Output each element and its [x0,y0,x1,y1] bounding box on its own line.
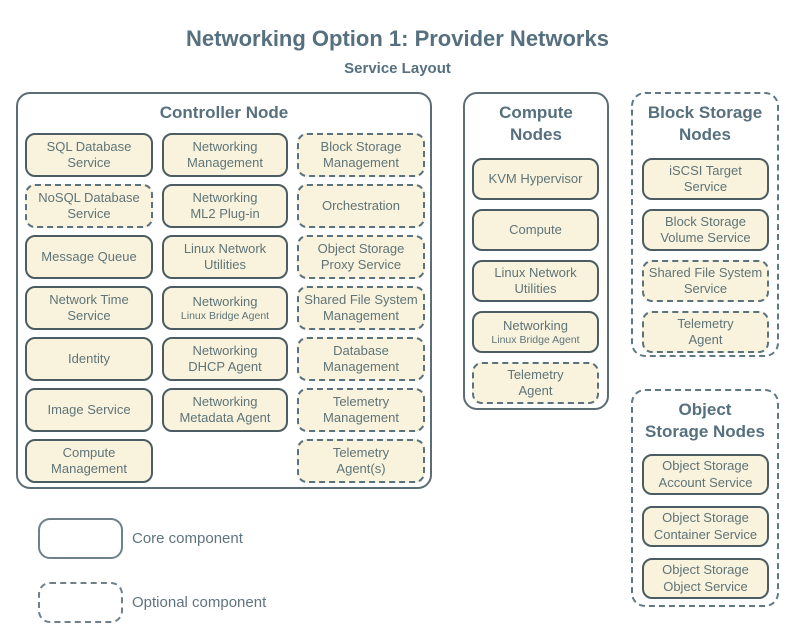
service-label: Object Storage Account Service [658,458,753,490]
service-label: Networking Metadata Agent [179,393,271,425]
service-label: Networking Management [187,138,263,170]
block-storage-services-stack: iSCSI Target Service Block Storage Volum… [642,158,769,353]
service-label: Image Service [47,401,131,417]
service-label: Linux Network Utilities [183,240,267,272]
object-storage-nodes-panel: Object Storage Nodes Object Storage Acco… [631,389,779,607]
service-label: Compute [509,221,562,237]
service-sublabel: Linux Bridge Agent [180,309,270,322]
compute-nodes-panel: Compute Nodes KVM Hypervisor Compute Lin… [463,92,609,410]
compute-services-stack: KVM Hypervisor Compute Linux Network Uti… [472,158,599,404]
service-box-networking-management: Networking Management [162,133,288,177]
service-box-database-management: Database Management [297,337,425,381]
service-box-compute: Compute [472,209,599,251]
service-label: Networking [192,293,258,309]
controller-node-panel: Controller Node SQL Database Service Net… [16,92,432,489]
service-label: Networking ML2 Plug-in [190,189,260,221]
service-box-compute-management: Compute Management [25,439,153,483]
service-box-block-storage-volume: Block Storage Volume Service [642,209,769,251]
service-label: Identity [68,350,110,366]
service-label: Telemetry Management [323,393,399,425]
service-label: Networking DHCP Agent [188,342,262,374]
service-box-telemetry-agent-block: Telemetry Agent [642,311,769,353]
service-label: NoSQL Database Service [38,189,140,221]
service-sublabel: Linux Bridge Agent [491,333,580,346]
controller-node-heading: Controller Node [159,103,289,122]
service-label: Telemetry Agent [677,315,734,347]
compute-nodes-heading: Compute Nodes [499,103,573,144]
block-storage-nodes-heading: Block Storage Nodes [647,103,763,144]
service-label: Object Storage Container Service [653,510,758,542]
service-box-object-storage-object: Object Storage Object Service [642,558,769,599]
service-label: KVM Hypervisor [488,170,583,186]
service-label: Network Time Service [49,291,129,323]
service-box-kvm-hypervisor: KVM Hypervisor [472,158,599,200]
object-storage-services-stack: Object Storage Account Service Object St… [642,454,769,599]
controller-services-grid: SQL Database Service Networking Manageme… [25,133,425,483]
service-box-linux-network-utilities-compute: Linux Network Utilities [472,260,599,302]
legend-core-label: Core component [132,530,243,547]
service-box-object-storage-container: Object Storage Container Service [642,506,769,547]
service-box-network-time: Network Time Service [25,286,153,330]
object-storage-nodes-heading: Object Storage Nodes [645,400,765,441]
service-box-telemetry-agent-compute: Telemetry Agent [472,362,599,404]
service-label: Telemetry Agent [507,366,564,398]
service-label: Shared File System Service [648,264,763,296]
service-box-message-queue: Message Queue [25,235,153,279]
service-box-nosql-database: NoSQL Database Service [25,184,153,228]
service-box-image-service: Image Service [25,388,153,432]
diagram-title: Networking Option 1: Provider Networks [186,26,609,51]
service-label: Block Storage Management [320,138,402,170]
service-label: Networking [502,317,569,333]
service-box-telemetry-agents: Telemetry Agent(s) [297,439,425,483]
service-box-object-storage-account: Object Storage Account Service [642,454,769,495]
service-label: Message Queue [41,248,137,264]
legend-core-swatch [38,518,123,559]
service-box-block-storage-management: Block Storage Management [297,133,425,177]
service-label: Object Storage Object Service [662,562,749,594]
service-box-object-storage-proxy: Object Storage Proxy Service [297,235,425,279]
block-storage-nodes-panel: Block Storage Nodes iSCSI Target Service… [631,92,779,357]
service-box-shared-file-system-management: Shared File System Management [297,286,425,330]
service-label: Linux Network Utilities [494,264,577,296]
service-box-identity: Identity [25,337,153,381]
service-box-linux-network-utilities: Linux Network Utilities [162,235,288,279]
service-label: iSCSI Target Service [669,162,742,194]
service-label: Shared File System Management [304,291,418,323]
legend-optional-swatch [38,582,123,623]
service-box-orchestration: Orchestration [297,184,425,228]
service-box-telemetry-management: Telemetry Management [297,388,425,432]
service-label: Compute Management [51,444,127,476]
service-box-networking-ml2-plugin: Networking ML2 Plug-in [162,184,288,228]
service-box-networking-dhcp-agent: Networking DHCP Agent [162,337,288,381]
legend-optional-label: Optional component [132,594,267,611]
service-label: Telemetry Agent(s) [332,444,390,476]
service-label: Object Storage Proxy Service [317,240,405,272]
service-box-iscsi-target: iSCSI Target Service [642,158,769,200]
service-box-shared-file-system-service: Shared File System Service [642,260,769,302]
service-box-networking-metadata-agent: Networking Metadata Agent [162,388,288,432]
service-box-sql-database: SQL Database Service [25,133,153,177]
service-label: SQL Database Service [46,138,132,170]
service-label: Database Management [323,342,399,374]
service-label: Block Storage Volume Service [660,213,751,245]
diagram-subtitle: Service Layout [344,60,451,77]
service-label: Orchestration [321,197,401,213]
